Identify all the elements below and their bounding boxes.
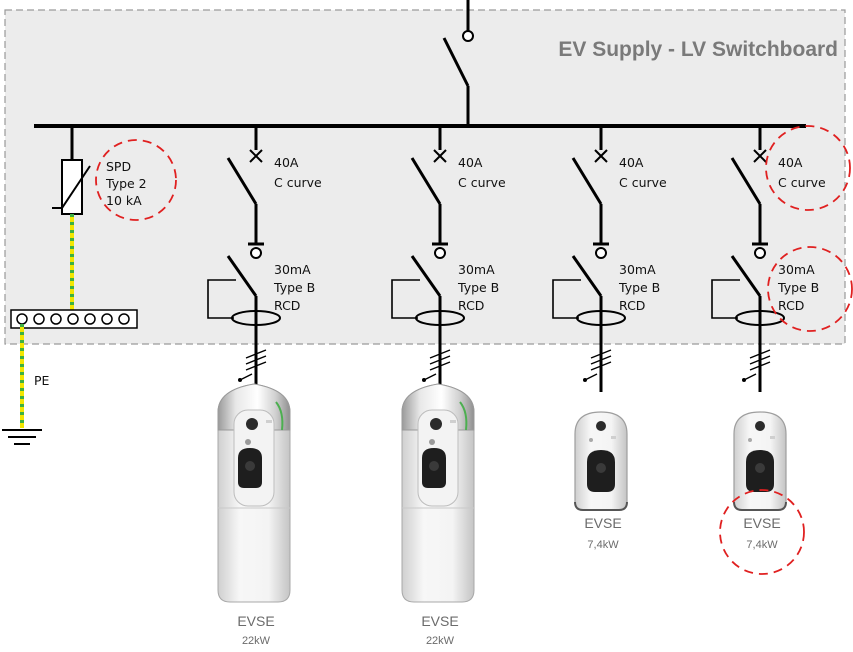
rcd-type: Type B (618, 280, 660, 295)
breaker-x-mark (753, 149, 767, 163)
evse-label: EVSE (237, 613, 274, 629)
rcd-contact (410, 255, 442, 297)
breaker-highlight (765, 125, 851, 211)
pe-label: PE (34, 373, 50, 388)
breaker-rating: 40A (778, 155, 803, 170)
cable-ticks (742, 349, 771, 382)
breaker-rating: 40A (274, 155, 299, 170)
rcd-terminal (434, 247, 446, 259)
rcd-type: Type B (777, 280, 819, 295)
evse-power: 22kW (242, 635, 271, 647)
rcd-type: Type B (273, 280, 315, 295)
breaker-contact (410, 157, 442, 205)
rcd-highlight (767, 246, 853, 332)
rcd-sensitivity: 30mA (458, 262, 495, 277)
feeders: 40A C curve 30mA Type B RCD EVSE 22kW 40A C curv… (207, 125, 853, 647)
wallbox-charger-icon (574, 411, 628, 511)
rcd-label: RCD (619, 298, 645, 313)
breaker-rating: 40A (619, 155, 644, 170)
rcd-contact (571, 255, 603, 297)
spd-label-1: SPD (106, 159, 131, 174)
pedestal-charger-icon (217, 383, 291, 603)
breaker-x-mark (433, 149, 447, 163)
cable-ticks (422, 349, 451, 382)
evse-label: EVSE (421, 613, 458, 629)
rcd-contact (730, 255, 762, 297)
feeder-2: 40A C curve 30mA Type B RCD EVSE 22kW (391, 126, 506, 647)
evse-power: 7,4kW (746, 539, 778, 551)
rcd-trip-link (207, 279, 236, 319)
rcd-contact (226, 255, 258, 297)
evse-highlight (719, 489, 805, 575)
rcd-terminal (595, 247, 607, 259)
rcd-label: RCD (274, 298, 300, 313)
rcd-terminal (250, 247, 262, 259)
pe-conductor (2, 324, 42, 445)
rcd-sensitivity: 30mA (619, 262, 656, 277)
breaker-x-mark (249, 149, 263, 163)
rcd-trip-link (711, 279, 740, 319)
rcd-toroid (576, 310, 626, 326)
evse-power: 7,4kW (587, 539, 619, 551)
surge-protector-symbol (61, 159, 83, 215)
rcd-trip-link (552, 279, 581, 319)
feeder-4: 40A C curve 30mA Type B RCD EVSE 7,4kW (711, 125, 853, 575)
breaker-curve: C curve (619, 175, 667, 190)
cable-ticks (583, 349, 612, 382)
main-incomer (442, 0, 474, 126)
evse-label: EVSE (584, 515, 621, 531)
breaker-contact (571, 157, 603, 205)
breaker-curve: C curve (458, 175, 506, 190)
rcd-terminal (754, 247, 766, 259)
rcd-toroid (735, 310, 785, 326)
rcd-label: RCD (778, 298, 804, 313)
breaker-contact (226, 157, 258, 205)
rcd-sensitivity: 30mA (778, 262, 815, 277)
diagram-title: EV Supply - LV Switchboard (558, 38, 838, 61)
rcd-toroid (231, 310, 281, 326)
breaker-curve: C curve (778, 175, 826, 190)
cable-ticks (238, 349, 267, 382)
evse-power: 22kW (426, 635, 455, 647)
breaker-x-mark (594, 149, 608, 163)
wallbox-charger-icon (733, 411, 787, 511)
spd-label-3: 10 kA (106, 193, 142, 208)
rcd-type: Type B (457, 280, 499, 295)
spd-highlight (95, 139, 177, 221)
feeder-3: 40A C curve 30mA Type B RCD EVSE 7,4kW (552, 126, 667, 551)
rcd-toroid (415, 310, 465, 326)
earth-bar (10, 309, 138, 329)
breaker-curve: C curve (274, 175, 322, 190)
evse-label: EVSE (743, 515, 780, 531)
breaker-rating: 40A (458, 155, 483, 170)
spd-branch (52, 126, 91, 312)
pedestal-charger-icon (401, 383, 475, 603)
breaker-contact (730, 157, 762, 205)
rcd-label: RCD (458, 298, 484, 313)
feeder-1: 40A C curve 30mA Type B RCD EVSE 22kW (207, 126, 322, 647)
rcd-sensitivity: 30mA (274, 262, 311, 277)
spd-label-2: Type 2 (105, 176, 147, 191)
rcd-trip-link (391, 279, 420, 319)
